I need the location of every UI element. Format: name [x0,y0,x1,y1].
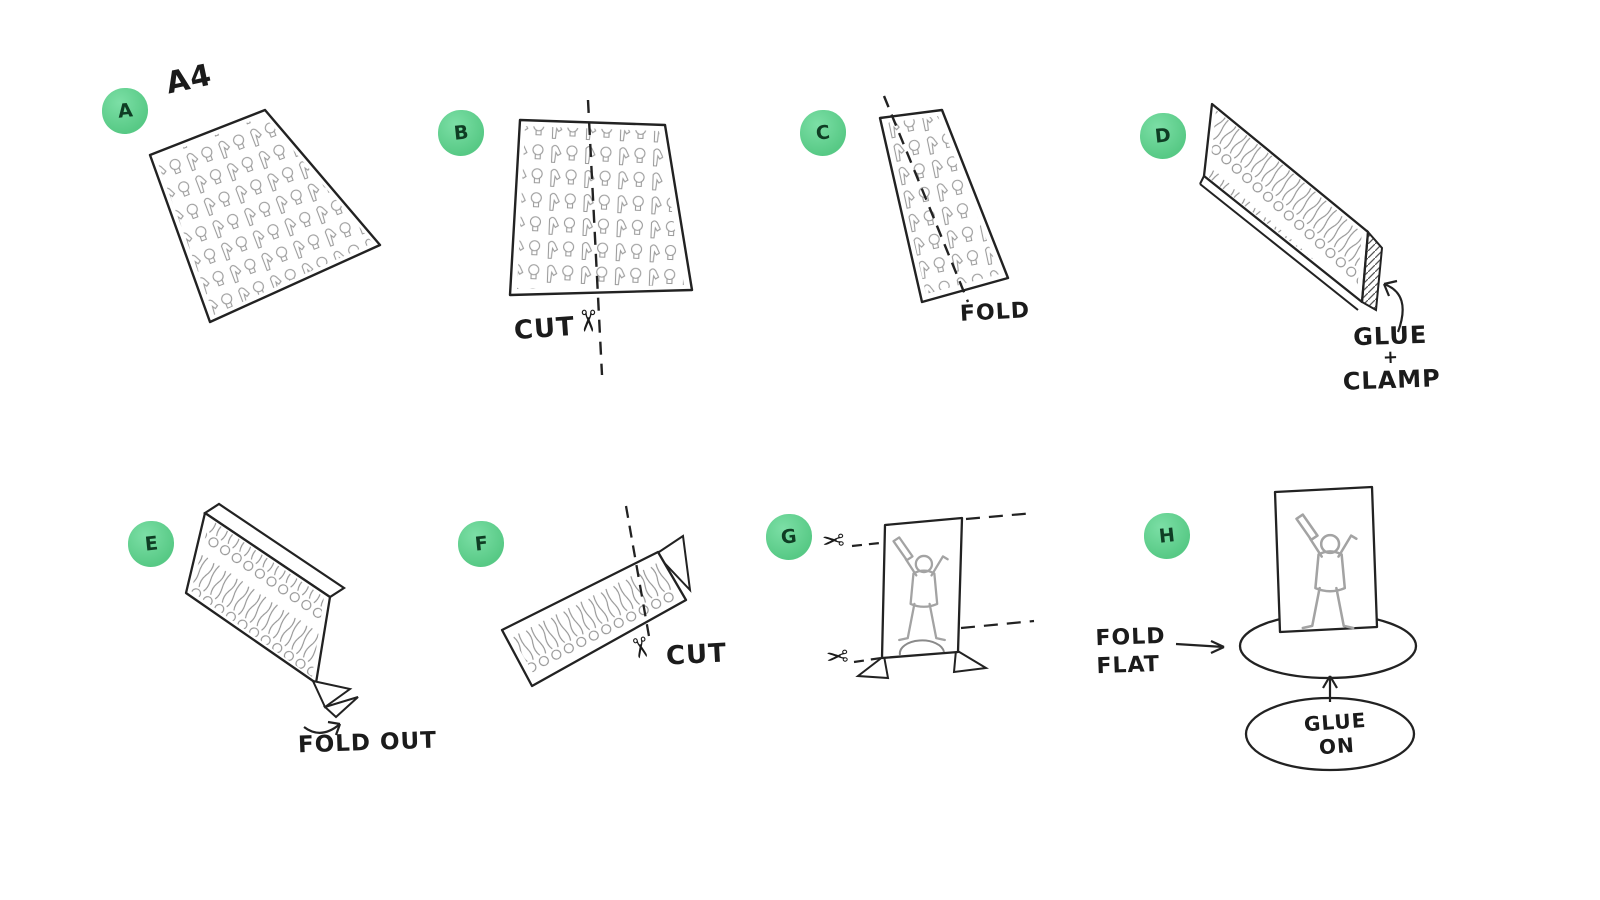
scissors-icon: ✂ [824,641,850,674]
glue-flap [1360,229,1384,312]
step-c-badge: C [800,110,846,156]
fold-out-arrow [303,723,341,734]
figure-card-h [1273,485,1379,634]
foot-flap-right [952,648,989,674]
foot-flap-left [855,654,890,680]
step-a-badge: A [102,88,148,134]
step-a-illustration [148,108,382,324]
step-b-badge: B [438,110,484,156]
second-layer-edge [1199,183,1359,311]
trim-dash-left-top [851,541,881,548]
a4-sheet-pattern [156,116,373,315]
step-g-badge: G [766,514,812,560]
sheet-c-pattern [886,116,1000,294]
step-f-illustration [500,505,692,688]
fold-out-flap-1 [311,679,353,709]
step-d-illustration [1199,102,1404,333]
tent-front-pattern [191,519,324,677]
glue-clamp-line3: CLAMP [1342,364,1442,396]
second-layer-end [1199,175,1205,185]
fold-out-label: FOLD OUT [297,727,438,759]
glue-clamp-label: GLUE + CLAMP [1335,321,1447,396]
sheet-b-pattern [517,126,684,289]
step-g-illustration [851,511,1035,680]
fold-out-arrowhead [327,720,342,736]
step-b-illustration [508,99,694,376]
glue-arrow [1383,282,1404,333]
scissors-icon: ✂ [820,525,846,558]
folded-sheet-d-pattern [1209,110,1362,294]
fold-flat-label: FOLD FLAT [1095,623,1167,680]
scissors-icon: ✂ [569,308,605,334]
cut-line-b [586,99,604,376]
step-c-illustration [878,95,1010,304]
fold-flat-arrow [1175,642,1225,649]
fold-out-flap-2 [323,696,359,719]
fold-line-c [882,95,970,303]
step-d-badge: D [1140,113,1186,159]
fold-label-c: FOLD [959,298,1031,327]
figure-card-g [880,516,964,660]
strip-end-flap [654,534,692,593]
trim-line-top [965,511,1035,521]
step-h-illustration [1175,485,1418,772]
glue-on-label: GLUE ON [1284,707,1387,762]
trim-dash-left-bottom [853,656,882,664]
cut-line-f [624,505,652,643]
strip-f-pattern [508,558,680,678]
glue-on-arrowhead [1322,675,1338,689]
fold-flat-arrowhead [1210,640,1225,654]
trim-line-bottom [960,619,1035,630]
dome-base-outline [898,639,945,656]
cut-label-f: CUT [665,638,728,672]
cut-label-b: CUT [513,311,576,347]
step-e-badge: E [128,521,174,567]
fold-flat-line2: FLAT [1096,651,1161,679]
fold-flat-line1: FOLD [1095,623,1166,652]
step-f-badge: F [458,521,504,567]
step-e-illustration [184,502,359,736]
step-h-badge: H [1144,513,1190,559]
glue-arrowhead [1382,279,1398,297]
